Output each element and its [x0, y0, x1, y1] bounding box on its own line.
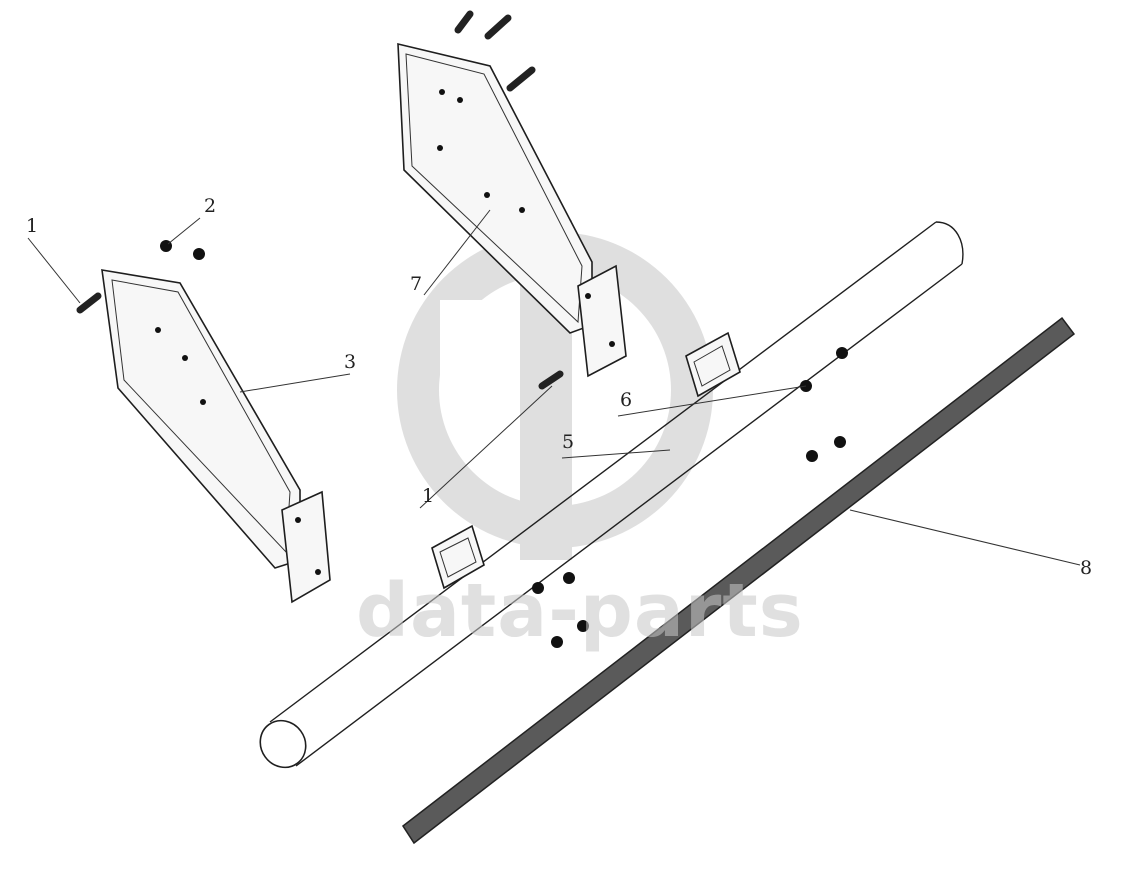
callout-8-flat-bar: 8	[1080, 557, 1092, 579]
mount-plate	[431, 331, 741, 590]
watermark-text: data-parts	[356, 568, 804, 654]
callout-1-bolt-2: 1	[422, 485, 434, 507]
callout-5-tube: 5	[562, 431, 574, 453]
main-tube	[259, 221, 964, 769]
nut-icon	[160, 240, 848, 648]
callout-7-right-bracket: 7	[410, 273, 422, 295]
callout-2-nut: 2	[204, 195, 216, 217]
left-bracket	[101, 269, 331, 604]
callout-3-left-bracket: 3	[344, 351, 356, 373]
right-bracket	[397, 42, 627, 378]
callout-6-nut: 6	[620, 389, 632, 411]
leader-lines	[27, 209, 1081, 566]
bolt-icon	[76, 10, 564, 390]
flat-bar	[401, 316, 1076, 845]
callout-1-bolt: 1	[26, 215, 38, 237]
